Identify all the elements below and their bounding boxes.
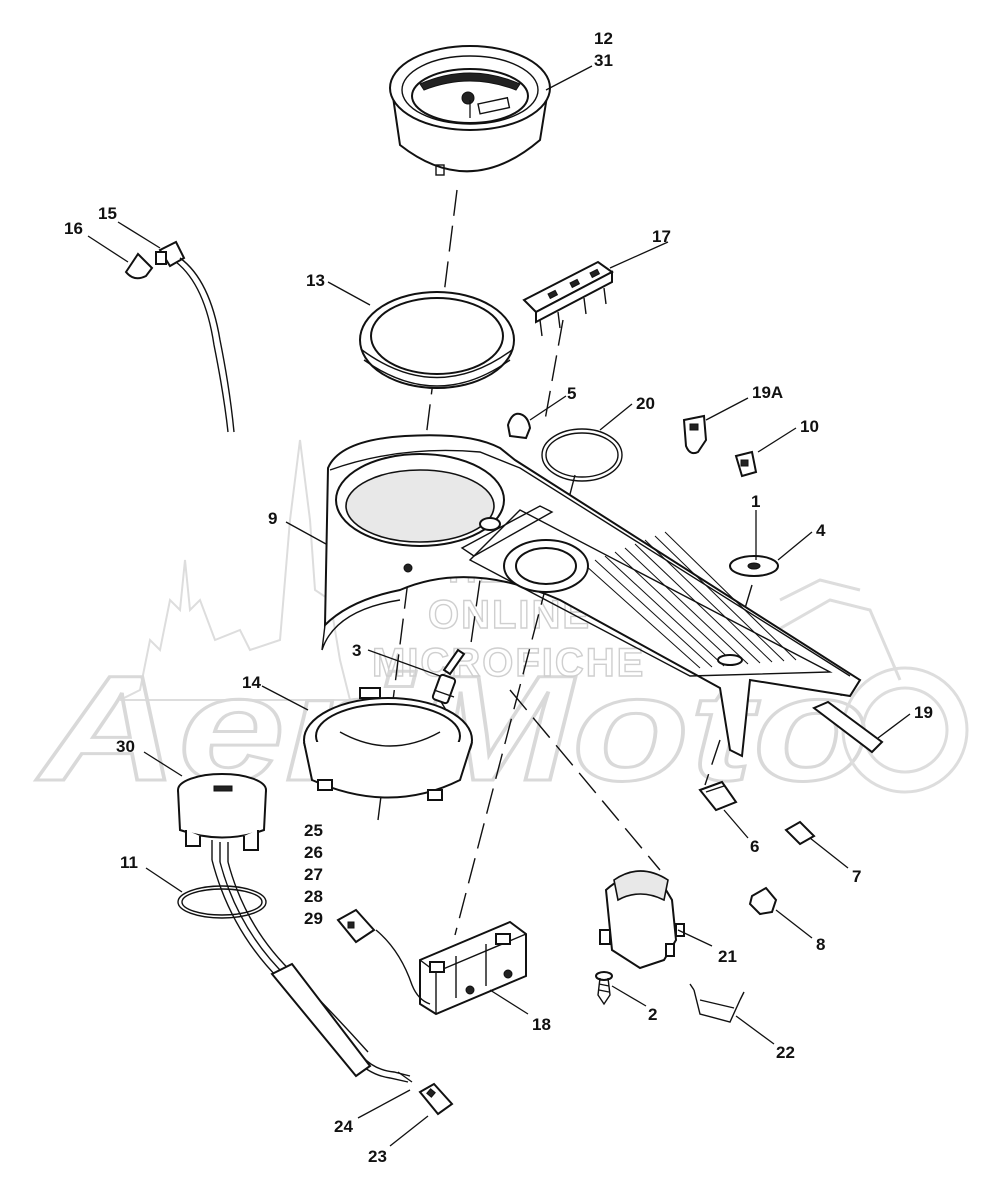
callout-17: 17 <box>652 227 671 246</box>
screw <box>595 971 613 1006</box>
callout-12: 12 <box>594 29 613 48</box>
connector-25-29 <box>336 908 376 944</box>
callout-28: 28 <box>304 887 323 906</box>
callout-2: 2 <box>648 1005 657 1024</box>
callout-6: 6 <box>750 837 759 856</box>
leader-lines <box>87 65 911 1147</box>
callout-24: 24 <box>334 1117 353 1136</box>
clip-10 <box>734 450 758 478</box>
clip-19a <box>682 414 708 455</box>
callout-4: 4 <box>816 521 826 540</box>
callout-7: 7 <box>852 867 861 886</box>
callout-30: 30 <box>116 737 135 756</box>
callout-27: 27 <box>304 865 323 884</box>
callout-13: 13 <box>306 271 325 290</box>
callout-3: 3 <box>352 641 361 660</box>
callout-29: 29 <box>304 909 323 928</box>
callout-labels: 12 31 15 16 17 13 5 20 19A 10 1 4 9 3 14… <box>64 29 933 1166</box>
callout-20: 20 <box>636 394 655 413</box>
callout-21: 21 <box>718 947 737 966</box>
switch-o-ring <box>177 885 267 919</box>
gauge-gasket-ring <box>359 291 515 389</box>
callout-18: 18 <box>532 1015 551 1034</box>
console-ribs <box>584 531 797 669</box>
indicator-lens <box>506 412 532 440</box>
callout-23: 23 <box>368 1147 387 1166</box>
sensor-with-wire <box>155 240 235 433</box>
speedometer-gauge <box>389 45 551 176</box>
callout-5: 5 <box>567 384 576 403</box>
callout-31: 31 <box>594 51 613 70</box>
callout-26: 26 <box>304 843 323 862</box>
callout-22: 22 <box>776 1043 795 1062</box>
callout-11: 11 <box>120 853 138 872</box>
gauge-mounting-ring <box>303 687 473 801</box>
clip-7 <box>784 820 816 846</box>
callout-15: 15 <box>98 204 117 223</box>
switch-block-assembly <box>375 920 527 1016</box>
callout-25: 25 <box>304 821 323 840</box>
wire-connector-23 <box>418 1082 454 1116</box>
callout-10: 10 <box>800 417 819 436</box>
bulb-socket <box>431 648 466 705</box>
ignition-switch <box>177 773 267 862</box>
callout-19a: 19A <box>752 383 783 402</box>
main-console-housing <box>321 434 862 758</box>
callout-8: 8 <box>816 935 825 954</box>
callout-16: 16 <box>64 219 83 238</box>
o-ring-seal <box>541 428 623 482</box>
switch-wiring-harness <box>211 859 413 1083</box>
clip-6 <box>698 780 738 812</box>
clip-8 <box>748 886 778 916</box>
callout-9: 9 <box>268 509 277 528</box>
washer <box>729 555 779 577</box>
switch-bracket <box>522 260 614 337</box>
rubber-cap <box>124 252 154 280</box>
callout-19: 19 <box>914 703 933 722</box>
callout-1: 1 <box>751 492 760 511</box>
watermark-line-3: MICROFICHE <box>372 641 645 685</box>
trim-strip <box>812 700 884 754</box>
bracket-22 <box>689 983 745 1023</box>
callout-14: 14 <box>242 673 261 692</box>
electrical-module <box>599 870 685 970</box>
